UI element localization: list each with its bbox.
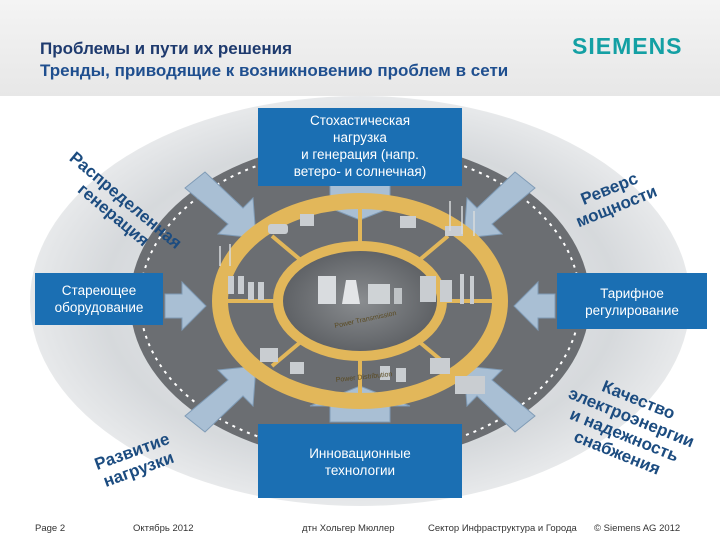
- grid-scene: Power Transmission Power Distribution: [30, 96, 690, 506]
- box-line: оборудование: [54, 300, 144, 315]
- footer-sector: Сектор Инфраструктура и Города: [428, 523, 577, 534]
- top-problem-box: Стохастическая нагрузка и генерация (нап…: [258, 108, 462, 186]
- bottom-problem-box: Инновационные технологии: [258, 424, 462, 498]
- wind-turbines: [219, 201, 475, 266]
- box-line: и генерация (напр.: [301, 147, 419, 162]
- title-line: Проблемы и пути их решения: [40, 39, 293, 58]
- arrow-diagonal-bl: [184, 365, 257, 433]
- box-line: Тарифное: [600, 286, 664, 301]
- footer-page: Page 2: [35, 523, 66, 534]
- box-line: нагрузка: [333, 130, 387, 145]
- arrow-left: [513, 280, 556, 332]
- box-line: ветеро- и солнечная): [293, 164, 427, 179]
- box-line: технологии: [324, 463, 396, 478]
- header-bar: Проблемы и пути их решения Тренды, приво…: [0, 0, 720, 96]
- footer: Page 2 Октябрь 2012 дтн Хольгер Мюллер С…: [0, 518, 720, 540]
- arrow-right: [164, 280, 207, 332]
- arrow-diagonal-tr: [463, 171, 536, 239]
- transmission-ring: [273, 241, 447, 361]
- left-problem-box: Стареющее оборудование: [35, 273, 163, 325]
- subtitle-line: Тренды, приводящие к возникновению пробл…: [40, 61, 509, 80]
- page-title: Проблемы и пути их решения Тренды, приво…: [40, 38, 508, 82]
- ring-spokes: [228, 209, 492, 393]
- box-line: Инновационные: [309, 446, 411, 461]
- right-problem-box: Тарифное регулирование: [557, 273, 707, 329]
- box-line: регулирование: [585, 303, 679, 318]
- grid-illustration: Power Transmission Power Distribution Ст…: [0, 96, 720, 518]
- footer-author: дтн Хольгер Мюллер: [302, 523, 395, 534]
- grid-assets: [228, 214, 485, 394]
- power-plants: [318, 276, 402, 304]
- footer-date: Октябрь 2012: [133, 523, 194, 534]
- arrow-diagonal-tl: [184, 171, 257, 239]
- siemens-logo: SIEMENS: [572, 33, 683, 59]
- box-line: Стареющее: [61, 283, 137, 298]
- distribution-ring: [212, 193, 508, 409]
- footer-copyright: © Siemens AG 2012: [594, 523, 681, 534]
- box-line: Стохастическая: [309, 113, 411, 128]
